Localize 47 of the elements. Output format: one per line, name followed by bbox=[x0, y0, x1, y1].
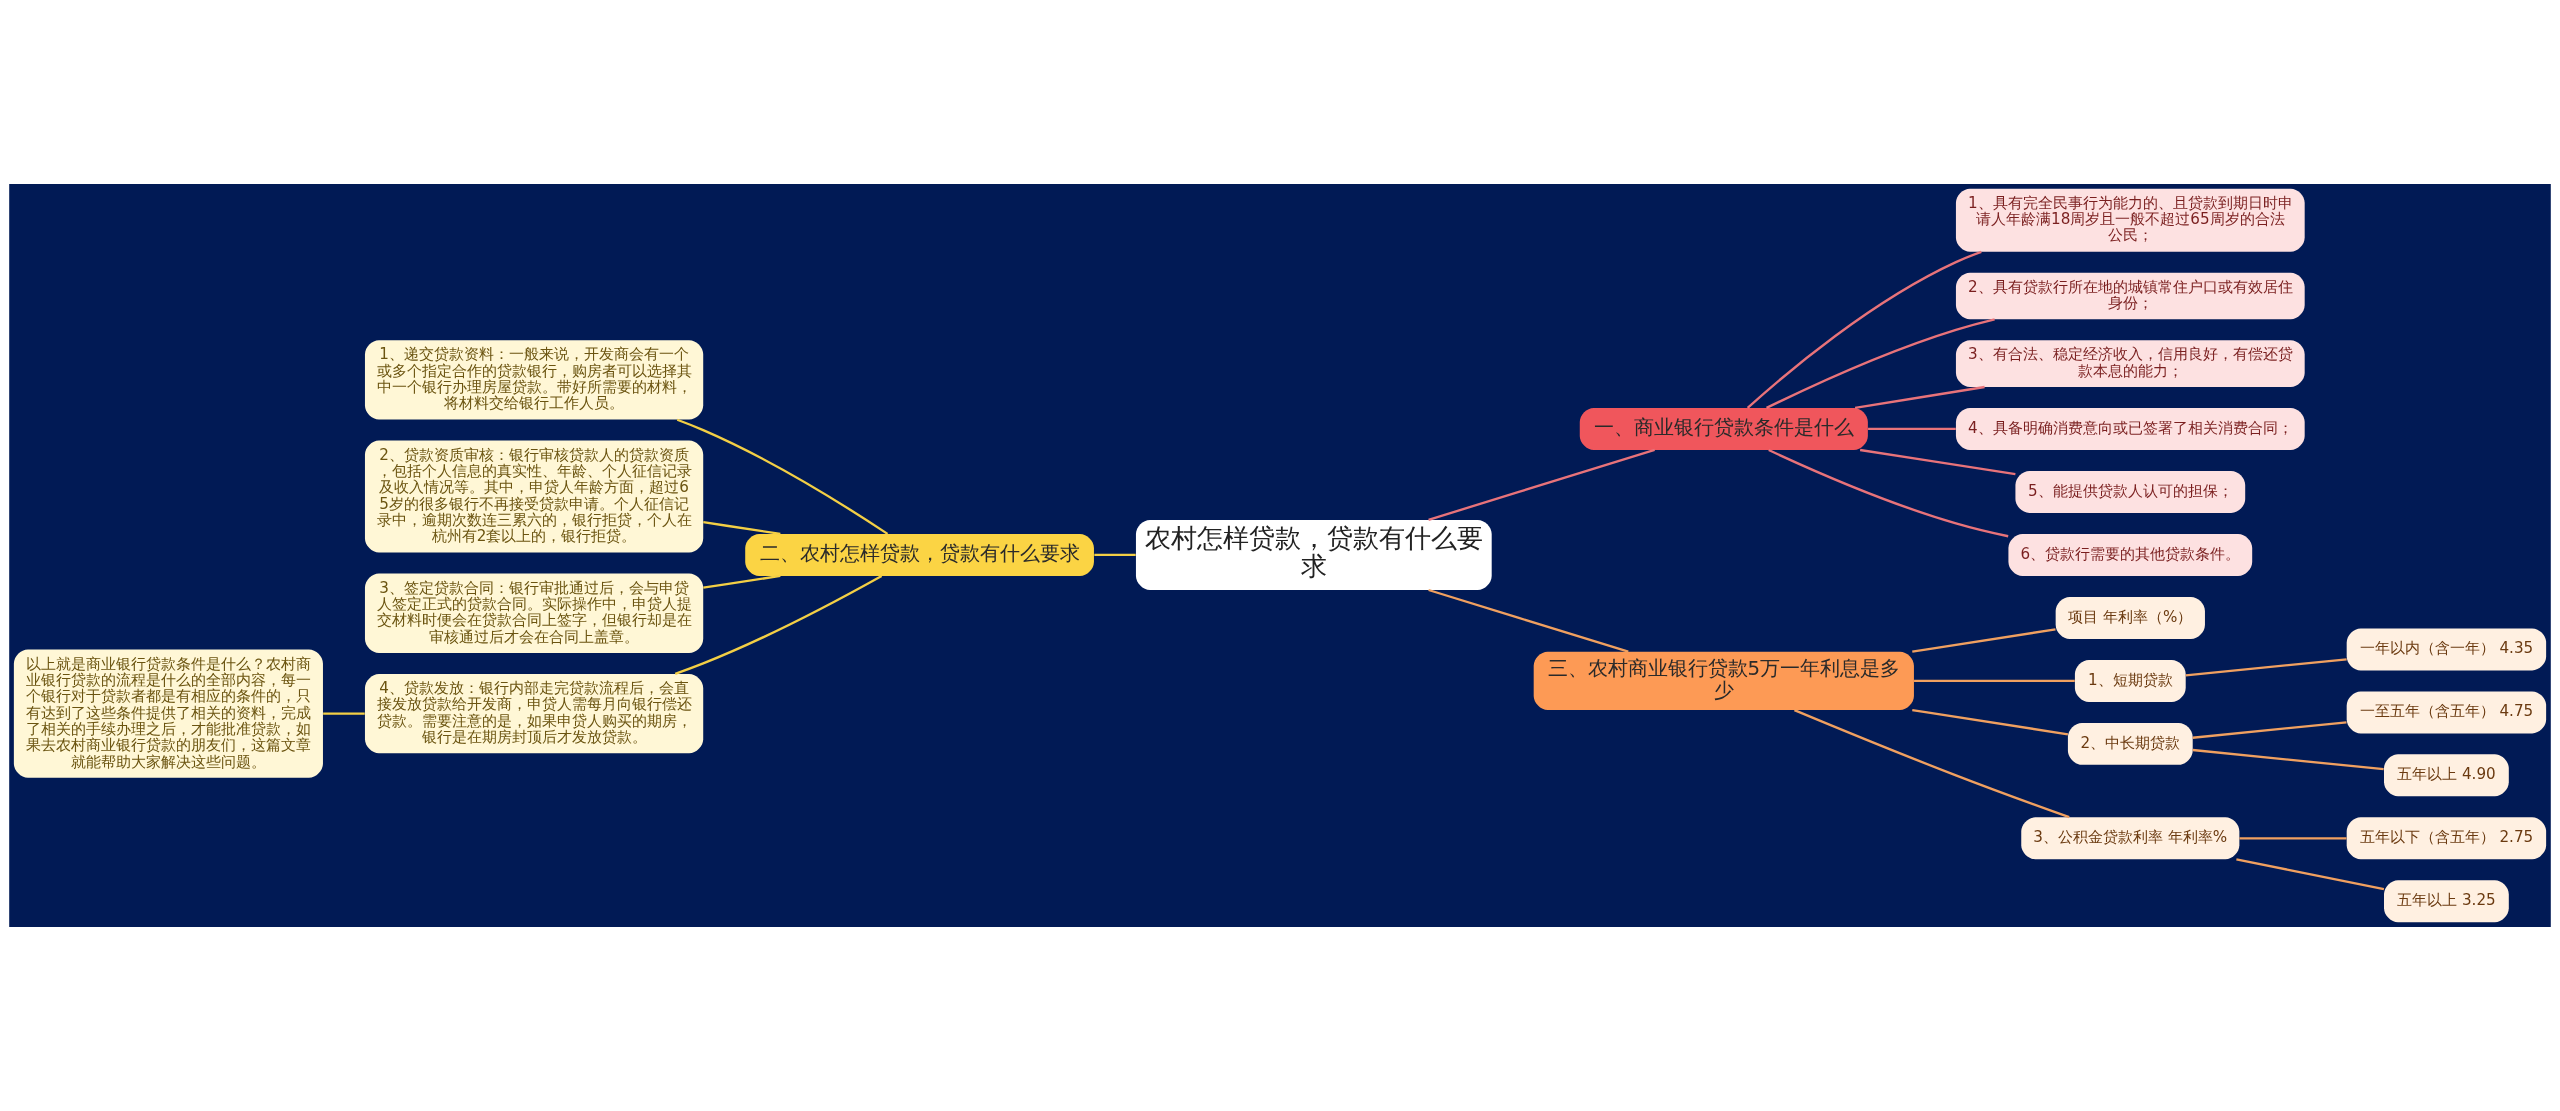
connector bbox=[703, 521, 781, 536]
node-box: 2、中长期贷款 bbox=[2067, 722, 2193, 765]
node-box: 一年以内（含一年） 4.35 bbox=[2346, 628, 2547, 671]
node-box: 3、有合法、稳定经济收入，信用良好，有偿还贷款本息的能力； bbox=[1955, 340, 2305, 387]
connector bbox=[1094, 553, 1136, 557]
connector bbox=[323, 712, 365, 715]
connector bbox=[2239, 837, 2347, 840]
connector bbox=[676, 418, 889, 535]
connector bbox=[1859, 448, 2016, 476]
node-box: 五年以上 3.25 bbox=[2384, 880, 2509, 923]
connector bbox=[1868, 427, 1956, 431]
connector bbox=[2192, 748, 2384, 771]
node-box: 项目 年利率（%） bbox=[2055, 596, 2205, 639]
node-box: 2、贷款资质审核：银行审核贷款人的贷款资质，包括个人信息的真实性、年龄、个人征信记录及收入情况等。其中，申贷人年龄方面，超过65岁的很多银行不再接受贷款申请。个人征信记录中，逾期次数连三累六的，银行拒贷，个人在杭州有2套以上的，银行拒贷。 bbox=[364, 440, 704, 553]
node-box: 5、能提供贷款人认可的担保； bbox=[2015, 470, 2246, 513]
node-box: 农村怎样贷款，贷款有什么要求 bbox=[1135, 519, 1492, 590]
node-box: 3、签定贷款合同：银行审批通过后，会与申贷人签定正式的贷款合同。实际操作中，申贷人提交材料时便会在贷款合同上签字，但银行却是在审核通过后才会在合同上盖章。 bbox=[364, 573, 704, 653]
connector bbox=[674, 574, 883, 675]
connector bbox=[2192, 721, 2347, 739]
connector bbox=[1912, 708, 2069, 736]
node-box: 1、短期贷款 bbox=[2074, 659, 2186, 702]
connector bbox=[1746, 250, 1982, 409]
connector bbox=[703, 574, 781, 589]
node-box: 1、具有完全民事行为能力的、且贷款到期日时申请人年龄满18周岁且一般不超过65周岁的合法公民； bbox=[1955, 188, 2305, 252]
connector bbox=[2185, 658, 2347, 677]
connector bbox=[1766, 318, 1995, 409]
node-box: 4、具备明确消费意向或已签署了相关消费合同； bbox=[1955, 407, 2305, 450]
connector bbox=[1912, 628, 2056, 653]
connector bbox=[1428, 588, 1629, 653]
node-box: 1、递交贷款资料：一般来说，开发商会有一个或多个指定合作的贷款银行，购房者可以选择其中一个银行办理房屋贷款。带好所需要的材料，将材料交给银行工作人员。 bbox=[364, 340, 704, 420]
node-box: 二、农村怎样贷款，贷款有什么要求 bbox=[745, 533, 1094, 576]
node-box: 一、商业银行贷款条件是什么 bbox=[1579, 407, 1868, 450]
node-box: 三、农村商业银行贷款5万一年利息是多少 bbox=[1533, 651, 1914, 711]
connector bbox=[2236, 858, 2385, 891]
node-box: 6、贷款行需要的其他贷款条件。 bbox=[2008, 533, 2253, 576]
connector bbox=[1428, 448, 1655, 521]
node-box: 以上就是商业银行贷款条件是什么？农村商业银行贷款的流程是什么的全部内容，每一个银行对于贷款者都是有相应的条件的，只有达到了这些条件提供了相关的资料，完成了相关的手续办理之后，才能批准贷款，如果去农村商业银行贷款的朋友们，这篇文章就能帮助大家解决这些问题。 bbox=[13, 649, 323, 778]
node-box: 4、贷款发放：银行内部走完贷款流程后，会直接发放贷款给开发商，申贷人需每月向银行偿还贷款。需要注意的是，如果申贷人购买的期房，银行是在期房封顶后才发放贷款。 bbox=[364, 673, 704, 754]
node-box: 2、具有贷款行所在地的城镇常住户口或有效居住身份； bbox=[1955, 272, 2305, 320]
connector bbox=[1914, 679, 2075, 683]
connector bbox=[1768, 449, 2009, 538]
connector bbox=[1854, 385, 1985, 410]
node-box: 五年以下（含五年） 2.75 bbox=[2346, 817, 2547, 860]
node-box: 3、公积金贷款利率 年利率% bbox=[2021, 817, 2240, 860]
node-box: 一至五年（含五年） 4.75 bbox=[2346, 691, 2547, 734]
node-box: 五年以上 4.90 bbox=[2384, 754, 2509, 797]
connector bbox=[1794, 709, 2070, 819]
